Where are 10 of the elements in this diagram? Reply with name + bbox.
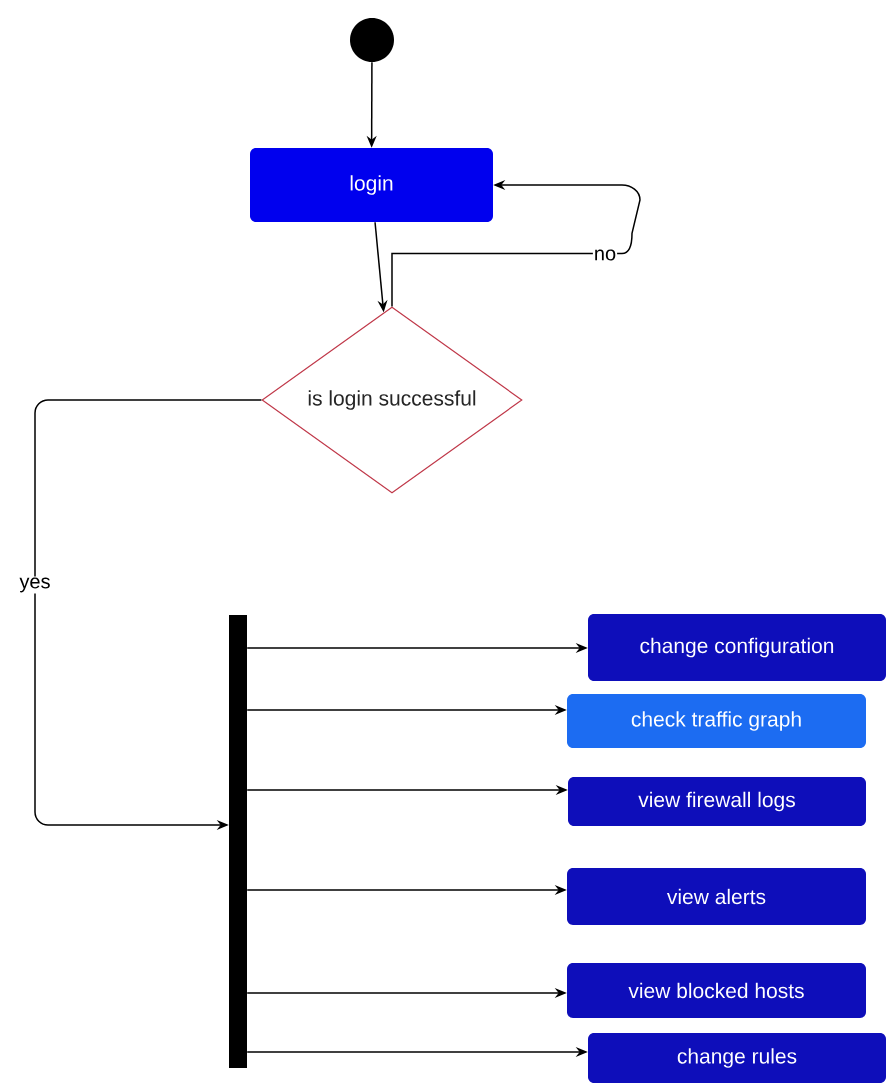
action-box: check traffic graph xyxy=(567,694,866,748)
action-box: view firewall logs xyxy=(568,777,866,826)
edge-label: no xyxy=(592,248,618,262)
action-box: change rules xyxy=(588,1033,886,1083)
action-box: view blocked hosts xyxy=(567,963,866,1018)
action-box: login xyxy=(250,148,493,222)
action-box: change configuration xyxy=(588,614,886,681)
start-node xyxy=(350,18,394,62)
edge-label: yes xyxy=(18,576,52,594)
action-box: view alerts xyxy=(567,868,866,925)
